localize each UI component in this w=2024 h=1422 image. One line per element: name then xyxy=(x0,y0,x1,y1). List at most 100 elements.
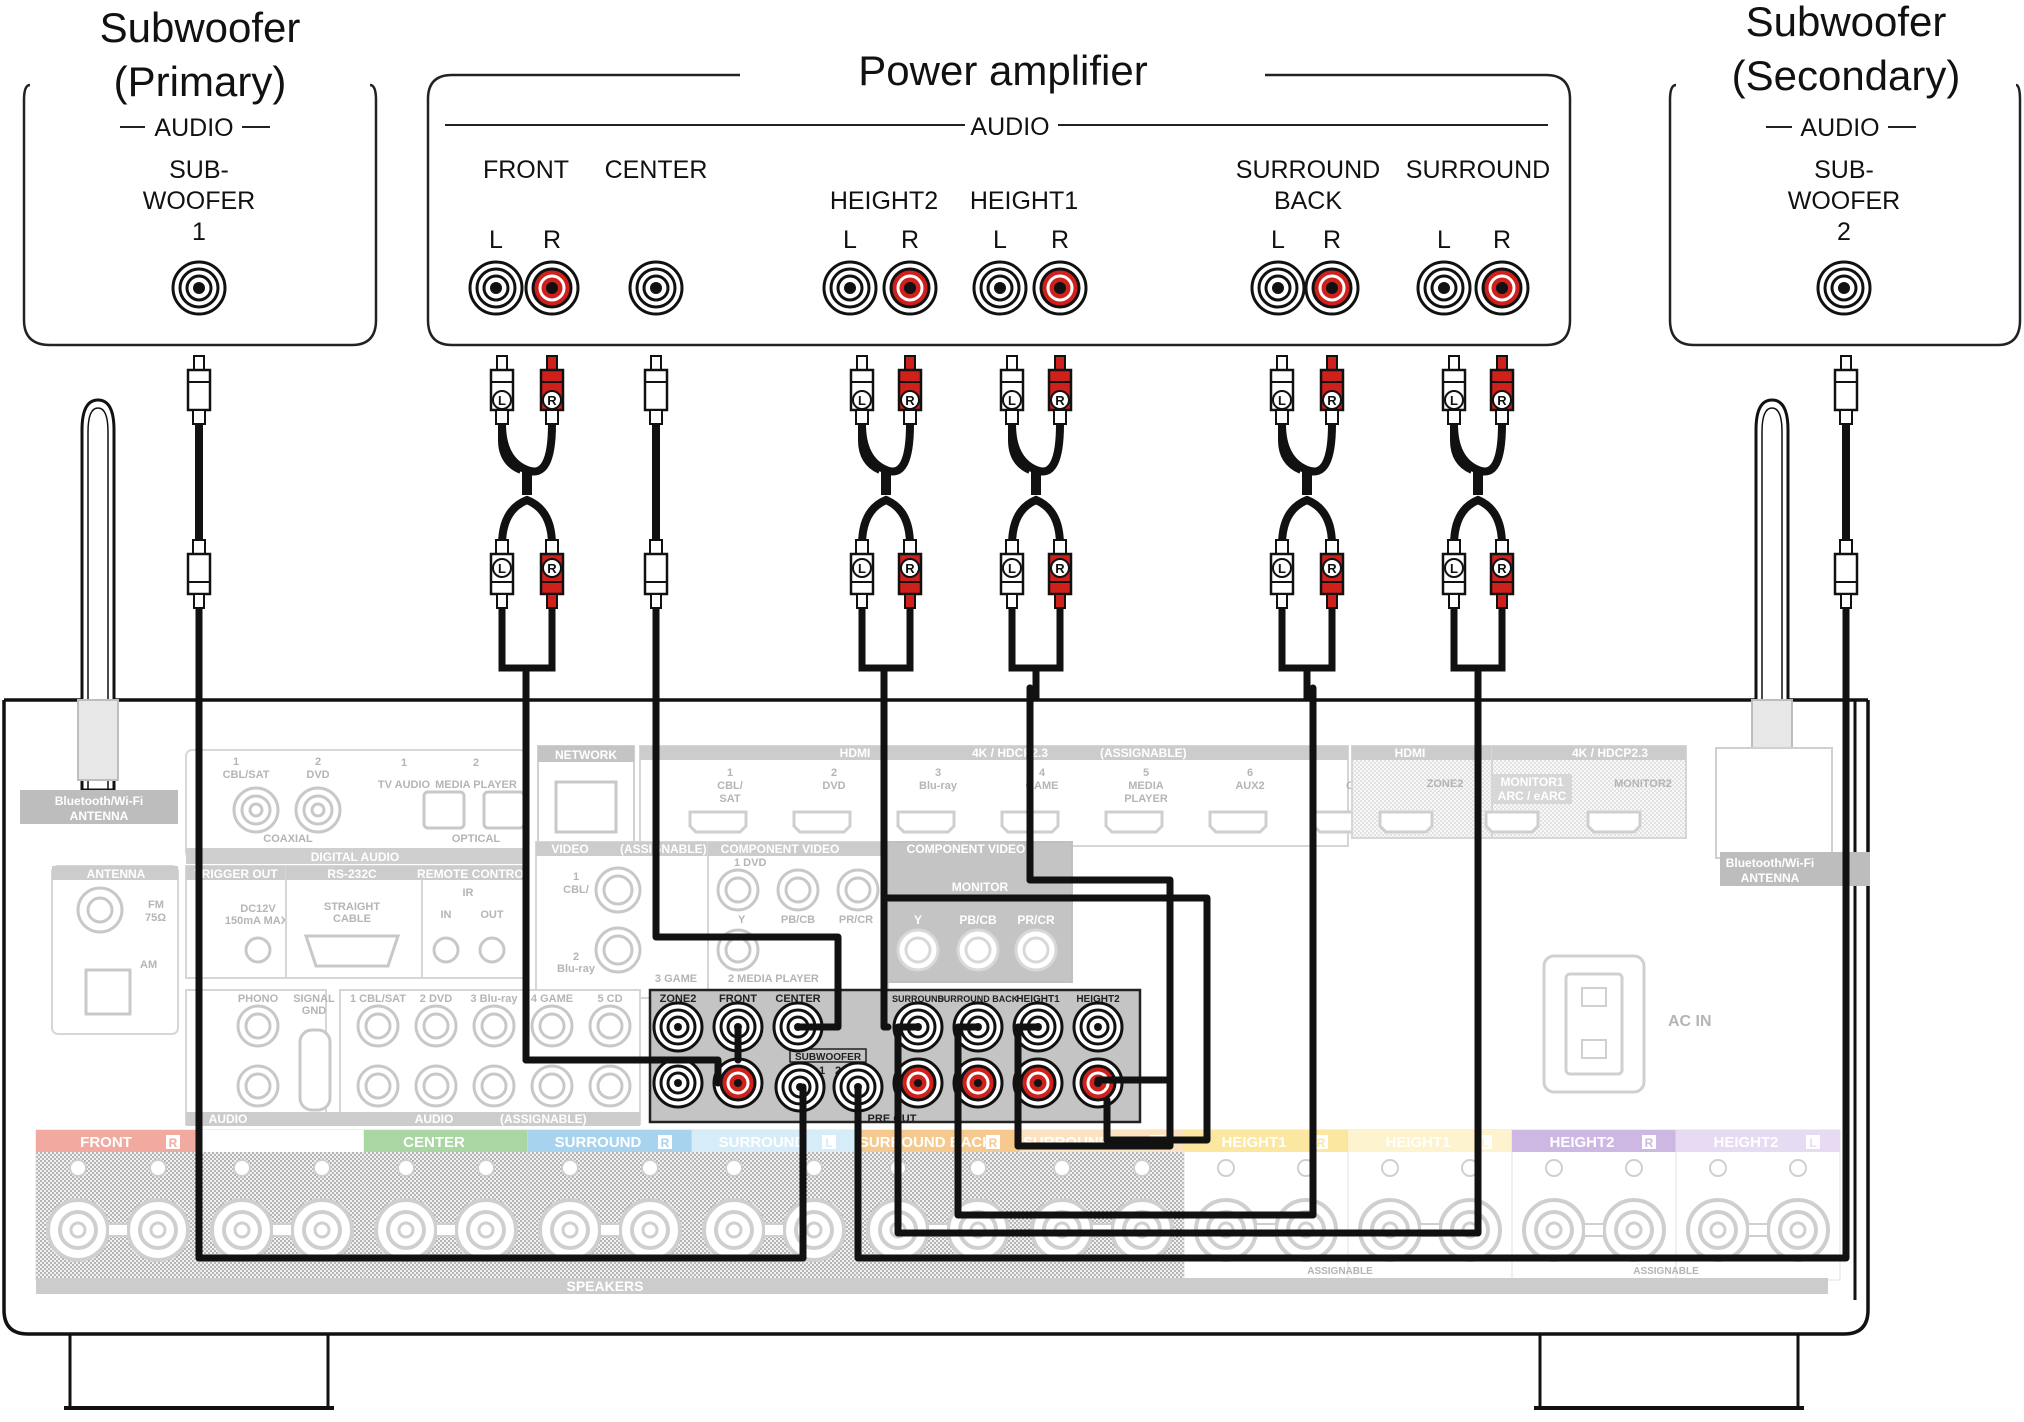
network-label: NETWORK xyxy=(555,748,617,762)
speaker-tab-label-0: FRONT xyxy=(80,1134,132,1151)
audio-in-4-label: 4 GAME xyxy=(531,993,573,1005)
bt-wifi-antenna-right[interactable] xyxy=(1751,398,1793,857)
speaker-tab-8 xyxy=(1348,1130,1512,1152)
speakers-label: SPEAKERS xyxy=(566,1278,643,1294)
speaker-tab-label-5: SURROUND BACK xyxy=(859,1134,993,1151)
plug-surround-bottom-r: R xyxy=(1489,539,1515,609)
sub-secondary-jack-label-3: 2 xyxy=(1837,218,1851,246)
comp-video-in-label: COMPONENT VIDEO xyxy=(721,842,840,856)
plug-surround-bottom-r-mark: R xyxy=(1497,561,1507,576)
hdmi-input-4-label-1: GAME xyxy=(1026,780,1059,792)
plug-height1-top-l: L xyxy=(999,355,1025,425)
plug-height2-top-r-mark: R xyxy=(905,393,915,408)
audio-in-1-label: 1 CBL/SAT xyxy=(350,993,406,1005)
ac-in-label: AC IN xyxy=(1668,1013,1712,1030)
signal-gnd-1: SIGNAL xyxy=(293,993,335,1005)
comp-video-out-label: COMPONENT VIDEO xyxy=(907,842,1026,856)
plug-center-bottom xyxy=(643,539,669,609)
monitor1-arc-label: ARC / eARC xyxy=(1498,789,1567,803)
ir-out-label: OUT xyxy=(480,909,504,921)
bt-left-label-1: Bluetooth/Wi-Fi xyxy=(55,794,144,808)
monitor-y: Y xyxy=(914,913,922,927)
cable-surround-back-lower-y xyxy=(1278,495,1336,546)
preout-zone2-r-jack[interactable] xyxy=(652,1057,704,1109)
cable-surround-bracket xyxy=(1450,608,1506,672)
subwoofer-primary: Subwoofer (Primary) AUDIO SUB- WOOFER 1 xyxy=(22,4,378,347)
amp-jack-surround-back-r[interactable] xyxy=(1304,260,1360,316)
plug-surround-back-bottom-r: R xyxy=(1319,539,1345,609)
audio-in-3-label: 3 Blu-ray xyxy=(470,993,518,1005)
bt-wifi-antenna-left[interactable] xyxy=(77,398,119,792)
sub-primary-jack[interactable] xyxy=(171,260,227,316)
amp-jack-height2-r[interactable] xyxy=(882,260,938,316)
hdmi-input-3-port[interactable] xyxy=(896,810,956,834)
preout-surround-r-jack[interactable] xyxy=(892,1057,944,1109)
amp-jack-height1-l[interactable] xyxy=(972,260,1028,316)
cable-center xyxy=(652,636,842,1031)
amp-label-height1: HEIGHT1 xyxy=(970,187,1078,215)
plug-surround-bottom-l: L xyxy=(1441,539,1467,609)
amp-jack-surround-l[interactable] xyxy=(1416,260,1472,316)
plug-surround-top-l-mark: L xyxy=(1450,393,1458,408)
amp-label-surround-back-1: SURROUND xyxy=(1236,156,1380,184)
speaker-tab-side-7: R xyxy=(1317,1136,1326,1150)
amp-jack-surround-back-l[interactable] xyxy=(1250,260,1306,316)
preout-zone2-l-jack[interactable] xyxy=(652,1001,704,1053)
phono-label: PHONO xyxy=(238,993,279,1005)
optical-label: OPTICAL xyxy=(452,833,501,845)
amp-jack-center[interactable] xyxy=(628,260,684,316)
audio-in-2-label: 2 DVD xyxy=(420,993,452,1005)
monitor1-label: MONITOR1 xyxy=(1500,775,1563,789)
speaker-tab-label-3: SURROUND xyxy=(555,1134,642,1151)
antenna-label: ANTENNA xyxy=(87,867,146,881)
hdmi-input-5-port[interactable] xyxy=(1104,810,1164,834)
hdmi-input-3-label-1: Blu-ray xyxy=(919,780,958,792)
rs232c-label: RS-232C xyxy=(327,867,377,881)
speaker-assignable-1: ASSIGNABLE xyxy=(1307,1266,1373,1277)
optical-2-num: 2 xyxy=(473,757,479,769)
amp-jack-front-r[interactable] xyxy=(524,260,580,316)
hdmi-input-2-port[interactable] xyxy=(792,810,852,834)
amp-label-surround-back-2: BACK xyxy=(1274,187,1342,215)
plug-center-top xyxy=(643,355,669,425)
plug-height2-top-l-mark: L xyxy=(858,393,866,408)
amp-lr-height2-l: L xyxy=(843,226,857,254)
network-port[interactable] xyxy=(554,780,618,834)
cable-surround-back xyxy=(954,684,1317,1219)
hdmi-input-6-port[interactable] xyxy=(1208,810,1268,834)
audio-in-5-label: 5 CD xyxy=(597,993,622,1005)
amp-jack-height1-r[interactable] xyxy=(1032,260,1088,316)
hdmi-input-3-label-0: 3 xyxy=(935,767,941,779)
amp-jack-front-l[interactable] xyxy=(468,260,524,316)
hdmi-input-1-port[interactable] xyxy=(688,810,748,834)
speaker-tab-label-9: HEIGHT2 xyxy=(1549,1134,1614,1151)
cable-front-lower-y xyxy=(498,495,556,546)
amp-jack-surround-r[interactable] xyxy=(1474,260,1530,316)
coaxial-label: COAXIAL xyxy=(263,833,313,845)
amp-lr-surround-back-r: R xyxy=(1323,226,1341,254)
cable-height2-bracket xyxy=(858,608,914,672)
plug-height1-top-r: R xyxy=(1047,355,1073,425)
preout-label: PRE OUT xyxy=(868,1113,917,1125)
amp-jack-height2-l[interactable] xyxy=(822,260,878,316)
plug-height2-top-l: L xyxy=(849,355,875,425)
optical-1-name: TV AUDIO xyxy=(378,779,431,791)
plug-front-top-l: L xyxy=(489,355,515,425)
plug-height1-bottom-l-mark: L xyxy=(1008,561,1016,576)
hdmi-input-4-label-0: 4 xyxy=(1039,767,1046,779)
preout-sub2-label: 2 xyxy=(835,1065,841,1077)
preout-front-r-jack[interactable] xyxy=(712,1057,764,1109)
plug-surround-top-r: R xyxy=(1489,355,1515,425)
cable-sub1 xyxy=(195,636,807,1262)
speaker-assignable-2: ASSIGNABLE xyxy=(1633,1266,1699,1277)
coax-2-name: DVD xyxy=(306,769,329,781)
preout-height1-r-jack[interactable] xyxy=(1012,1057,1064,1109)
video-assignable-label: (ASSIGNABLE) xyxy=(620,842,707,856)
hdmi-input-2-label-0: 2 xyxy=(831,767,837,779)
preout-height2-l-jack[interactable] xyxy=(1072,1001,1124,1053)
sub-secondary-jack[interactable] xyxy=(1816,260,1872,316)
speaker-tab-label-1: FRONT xyxy=(244,1134,296,1151)
sub-primary-audio-label: AUDIO xyxy=(154,114,233,142)
